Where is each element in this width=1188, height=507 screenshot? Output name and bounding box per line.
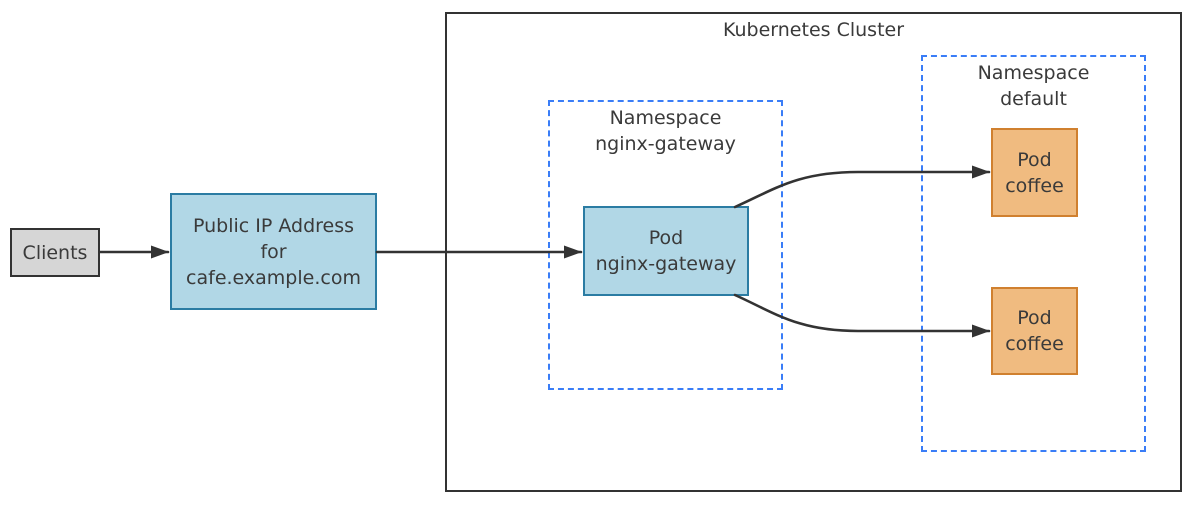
clients-node: Clients — [10, 228, 100, 277]
public-ip-node: Public IP Address for cafe.example.com — [170, 193, 377, 310]
namespace-default-container: Namespace default — [921, 55, 1146, 452]
namespace-default-label: Namespace default — [977, 62, 1090, 110]
pod-coffee-node-top: Pod coffee — [991, 128, 1078, 217]
pod-coffee-node-bottom: Pod coffee — [991, 287, 1078, 375]
kubernetes-cluster-title: Kubernetes Cluster — [722, 19, 905, 41]
pod-nginx-gateway-node: Pod nginx-gateway — [583, 206, 749, 296]
namespace-nginx-gateway-label: Namespace nginx-gateway — [595, 107, 736, 155]
namespace-nginx-gateway-container: Namespace nginx-gateway — [548, 100, 783, 390]
